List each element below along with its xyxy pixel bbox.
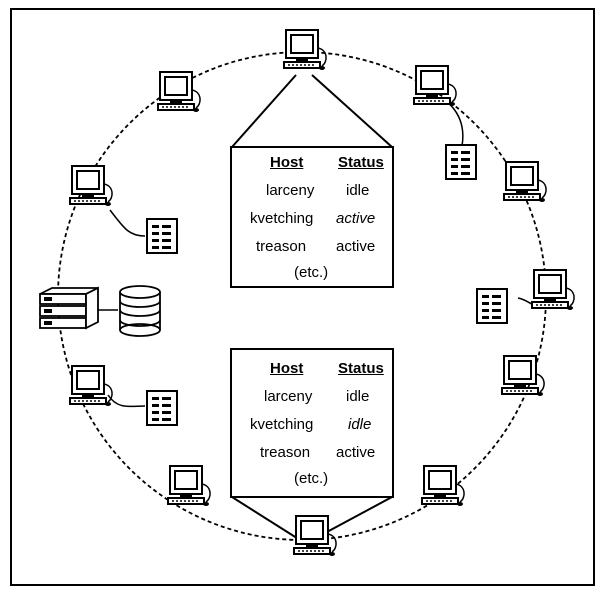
- table-header-host: Host: [270, 360, 304, 377]
- workstation-icon: [421, 465, 466, 507]
- database-icon: [119, 285, 161, 337]
- workstation-icon: [69, 365, 114, 407]
- document-icon: [445, 144, 477, 180]
- table-cell-host: treason: [256, 238, 307, 255]
- table-header-host: Host: [270, 154, 304, 171]
- table-header-status: Status: [338, 154, 384, 171]
- workstation-icon: [69, 165, 114, 207]
- table-cell-status: active: [336, 444, 376, 461]
- doc-link-right-upper: [444, 99, 464, 147]
- table-cell-status: idle: [348, 416, 372, 433]
- document-icon: [146, 218, 178, 254]
- doc-link-left-upper: [109, 209, 146, 237]
- doc-link-left-lower: [107, 394, 146, 408]
- document-icon: [476, 288, 508, 324]
- status-table-bottom: Host Status larceny idle kvetching idle …: [230, 348, 394, 498]
- workstation-icon: [283, 29, 328, 71]
- table-cell-host: larceny: [264, 388, 313, 405]
- document-icon: [146, 390, 178, 426]
- link-top-right: [311, 74, 393, 148]
- table-footer: (etc.): [294, 470, 329, 487]
- workstation-icon: [293, 515, 338, 557]
- table-cell-status: idle: [346, 182, 370, 199]
- table-cell-host: larceny: [266, 182, 315, 199]
- table-cell-status: active: [336, 238, 376, 255]
- workstation-icon: [531, 269, 576, 311]
- table-cell-host: kvetching: [250, 416, 314, 433]
- workstation-icon: [503, 161, 548, 203]
- workstation-icon: [413, 65, 458, 107]
- server-rack-icon: [39, 286, 99, 330]
- workstation-icon: [167, 465, 212, 507]
- table-header-status: Status: [338, 360, 384, 377]
- table-cell-host: kvetching: [250, 210, 314, 227]
- link-bottom-left: [231, 496, 301, 541]
- table-footer: (etc.): [294, 264, 329, 281]
- status-table-top: Host Status larceny idle kvetching activ…: [230, 146, 394, 288]
- link-top-left: [231, 74, 297, 148]
- table-cell-status: active: [336, 210, 376, 227]
- table-cell-status: idle: [346, 388, 370, 405]
- table-cell-host: treason: [260, 444, 311, 461]
